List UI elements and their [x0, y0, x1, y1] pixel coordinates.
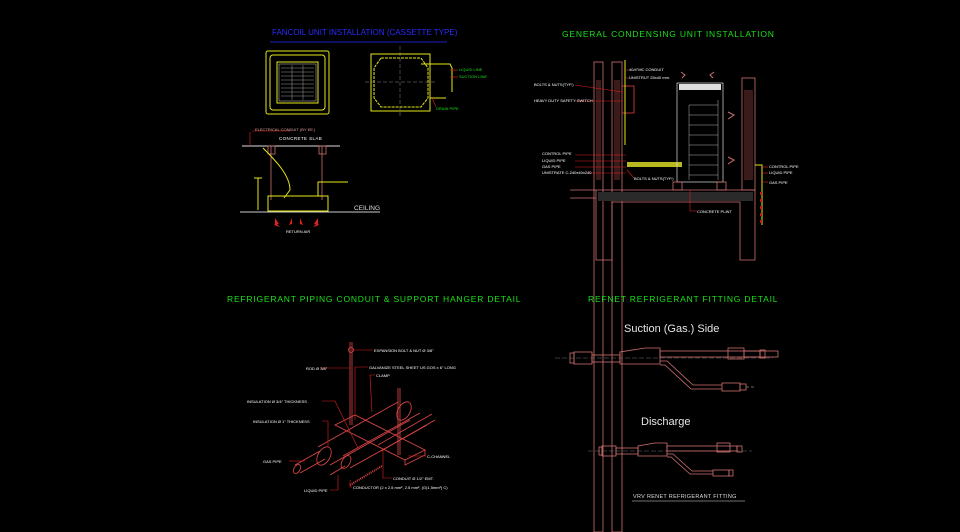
gas-pipe-left-label: GAS PIPE: [542, 164, 561, 169]
clamp-label: CLAMP: [376, 373, 390, 378]
condensing-title: GENERAL CONDENSING UNIT INSTALLATION: [562, 29, 775, 39]
refnet-caption: VRV RENET REFRIGERANT FITTING: [633, 494, 737, 500]
refnet-title: REFNET REFRIGERANT FITTING DETAIL: [588, 294, 778, 304]
hanger-isometric: [292, 342, 436, 486]
fancoil-section-view: [240, 130, 380, 227]
unistrate-label: UNISTRATE C-240x40x240: [542, 170, 592, 175]
fancoil-title: FANCOIL UNIT INSTALLATION (CASSETTE TYPE…: [272, 28, 458, 37]
bolts-nuts-top-label: BOLTS & NUTS(TYP.): [534, 82, 574, 87]
control-pipe-left-label: CONTROL PIPE: [542, 151, 572, 156]
liquid-pipe-right-label: LIQUID PIPE: [769, 170, 793, 175]
insulation-1-label: INSULATION Ø 1" THICKNESS: [253, 419, 310, 424]
hanger-panel: REFRIGERANT PIPING CONDUIT & SUPPORT HAN…: [227, 294, 521, 493]
c-channel-label: C-CHANNEL: [427, 454, 451, 459]
conductor-label: CONDUCTOR (2 x 2.5 mm², 2.5 mm², (G)1.5m…: [353, 485, 448, 490]
gas-pipe-label: GAS PIPE: [263, 459, 282, 464]
gas-pipe-right-label: GAS PIPE: [769, 180, 788, 185]
discharge-label: Discharge: [641, 416, 691, 428]
cassette-ceiling-plan: [365, 46, 458, 118]
suction-line-label: SUCTION LINE: [459, 74, 487, 79]
hanger-title: REFRIGERANT PIPING CONDUIT & SUPPORT HAN…: [227, 294, 521, 304]
drain-pipe-label: DRAIN PIPE: [436, 106, 459, 111]
control-pipe-right-label: CONTROL PIPE: [769, 164, 799, 169]
fancoil-panel: FANCOIL UNIT INSTALLATION (CASSETTE TYPE…: [240, 28, 487, 234]
rod-label: ROD Ø 3/8": [306, 366, 328, 371]
return-air-label: RETURN AIR: [286, 229, 310, 234]
condensing-section: [570, 60, 768, 532]
liquid-pipe-label: LIQUID PIPE: [304, 488, 328, 493]
suction-refnet-fitting: [555, 347, 779, 392]
ceiling-label: CEILING: [354, 205, 380, 212]
suction-side-label: Suction (Gas.) Side: [624, 323, 719, 335]
conduit-label: 40/4"MC CONDUIT: [629, 67, 664, 72]
expansion-bolt-label: EXPANSION BOLT & NUT Ø 3/8": [374, 348, 434, 353]
refnet-panel: REFNET REFRIGERANT FITTING DETAIL Suctio…: [555, 294, 779, 502]
galvanize-sheet-label: GALVANIZE STEEL SHEET US GOS x 6" LONG: [369, 365, 456, 370]
discharge-refnet-fitting: [588, 442, 752, 477]
concrete-plint-label: CONCRETE PLINT: [697, 209, 732, 214]
liquid-pipe-left-label: LIQUID PIPE: [542, 158, 566, 163]
conduit-emt-label: CONDUIT Ø 1/2" EMT.: [393, 476, 434, 481]
concrete-slab-label: CONCRETE SLAB: [279, 136, 322, 141]
safety-switch-label: HEAVY DUTY SAFETY SWITCH: [534, 98, 593, 103]
insulation-34-label: INSULATION Ø 3/4" THICKNESS: [247, 399, 307, 404]
liquid-line-label: LIQUID LINE: [459, 67, 483, 72]
unistrut-label: UNISTRUT 25x40 mm.: [629, 75, 670, 80]
bolts-nuts-bottom-label: BOLTS & NUTS(TYP.): [634, 176, 674, 181]
electrical-conduit-label: ELECTRICAL CONDUIT (BY EE.): [255, 127, 316, 132]
cassette-plan-view: [265, 50, 330, 115]
condensing-panel: GENERAL CONDENSING UNIT INSTALLATION: [534, 29, 799, 532]
